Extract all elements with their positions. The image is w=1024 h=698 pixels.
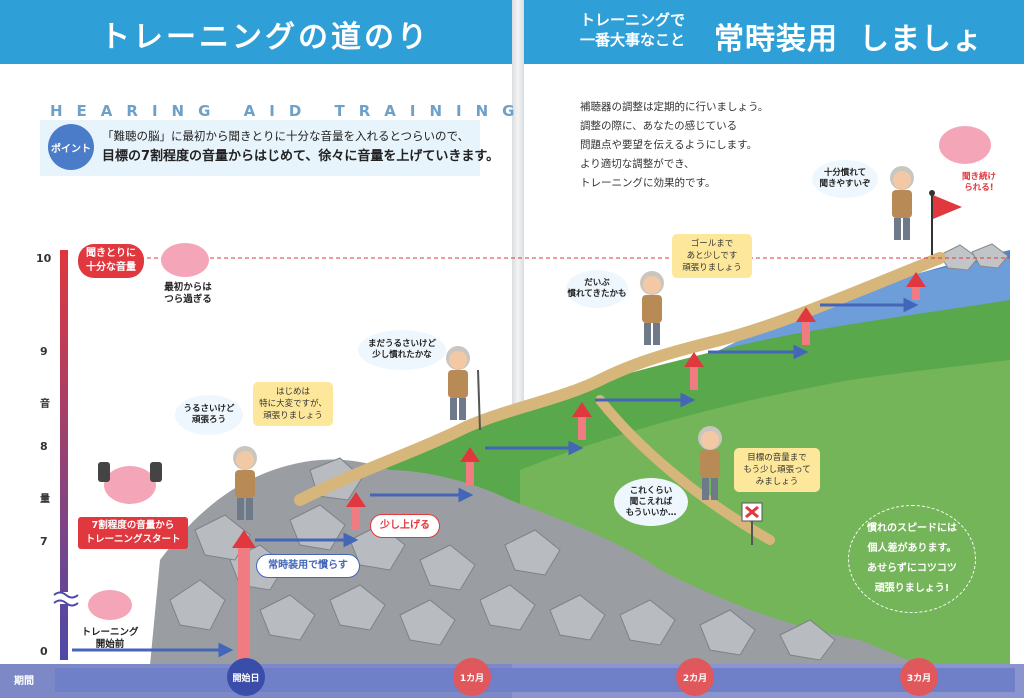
hiker-figures: [233, 166, 914, 520]
right-text-line: 補聴器の調整は定期的に行いましょう。: [580, 101, 769, 113]
axis-tick-8: 8: [40, 440, 48, 453]
axis-kanji-1: 音: [40, 399, 50, 410]
axis-tick-0: 0: [40, 645, 48, 658]
timeline-marker-2m: 2カ月: [676, 658, 714, 696]
timeline-marker-3m: 3カ月: [900, 658, 938, 696]
right-explanation: 補聴器の調整は定期的に行いましょう。 調整の際に、あなたの感じている 問題点や要…: [580, 98, 840, 193]
right-text-line: トレーニングに効果的です。: [580, 177, 716, 189]
before-training-label: トレーニング 開始前: [81, 627, 139, 650]
right-text-line: より適切な調整ができ、: [580, 158, 695, 170]
right-header-big-2: しましょう!: [859, 22, 983, 101]
bubble-2: まだうるさいけど 少し慣れたかな: [358, 330, 446, 370]
bubble-4: これくらい 聞こえれば もういいか…: [614, 478, 688, 526]
raise-tag: 少し上げる: [370, 514, 440, 538]
left-header: トレーニングの道のり: [0, 0, 512, 64]
right-header-small-1: トレーニングで: [580, 11, 686, 29]
axis-tick-7: 7: [40, 535, 48, 548]
point-line-2: 目標の7割程度の音量からはじめて、徐々に音量を上げていきます。: [102, 146, 499, 167]
always-wear-pill: 常時装用で慣らす: [256, 554, 360, 578]
right-text-line: 問題点や要望を伝えるようにします。: [580, 139, 758, 151]
dashed-note: 慣れのスピードには 個人差があります。 あせらずにコツコツ 頑張りましょう!: [848, 505, 976, 613]
start-red-callout: 7割程度の音量から トレーニングスタート: [78, 517, 188, 549]
axis-kanji-2: 量: [40, 494, 50, 505]
bubble-1: うるさいけど 頑張ろう: [175, 395, 243, 435]
point-line-2-text: 目標の7割程度の音量からはじめて、徐々に音量を上げていきます。: [102, 149, 500, 164]
yellow-box-2: ゴールまで あと少しです 頑張りましょう: [672, 234, 752, 278]
bubble-3: だいぶ 慣れてきたかも: [566, 270, 628, 308]
timeline-marker-start: 開始日: [227, 658, 265, 696]
hearing-aid-training-label: HEARING AID TRAINING: [50, 102, 529, 120]
timeline-label: 期間: [14, 676, 34, 687]
top-red-callout: 聞きとりに 十分な音量: [78, 244, 144, 278]
top-brain-label: 最初からは つら過ぎる: [164, 282, 212, 305]
timeline-marker-1m: 1カ月: [453, 658, 491, 696]
yellow-box-1: はじめは 特に大変ですが、 頑張りましょう: [253, 382, 333, 426]
right-text-line: 調整の際に、あなたの感じている: [580, 120, 738, 132]
right-header-small-2: 一番大事なこと: [580, 31, 686, 49]
left-title: トレーニングの道のり: [100, 20, 430, 55]
right-header-big-1: 常時装用: [714, 22, 838, 57]
point-badge: ポイント: [48, 124, 94, 170]
yellow-box-3: 目標の音量まで もう少し頑張って みましょう: [734, 448, 820, 492]
brain-figures: [88, 126, 991, 620]
axis-tick-9: 9: [40, 345, 48, 358]
bubble-6: 聞き続け られる!: [961, 172, 996, 193]
point-line-1: 「難聴の脳」に最初から聞きとりに十分な音量を入れるとつらいので、: [102, 129, 470, 143]
right-header: トレーニングで 一番大事なこと 常時装用 しましょう!: [524, 0, 1024, 101]
bubble-5: 十分慣れて 聞きやすいぞ: [812, 160, 878, 198]
point-note: [40, 120, 480, 176]
axis-tick-10: 10: [36, 252, 52, 265]
